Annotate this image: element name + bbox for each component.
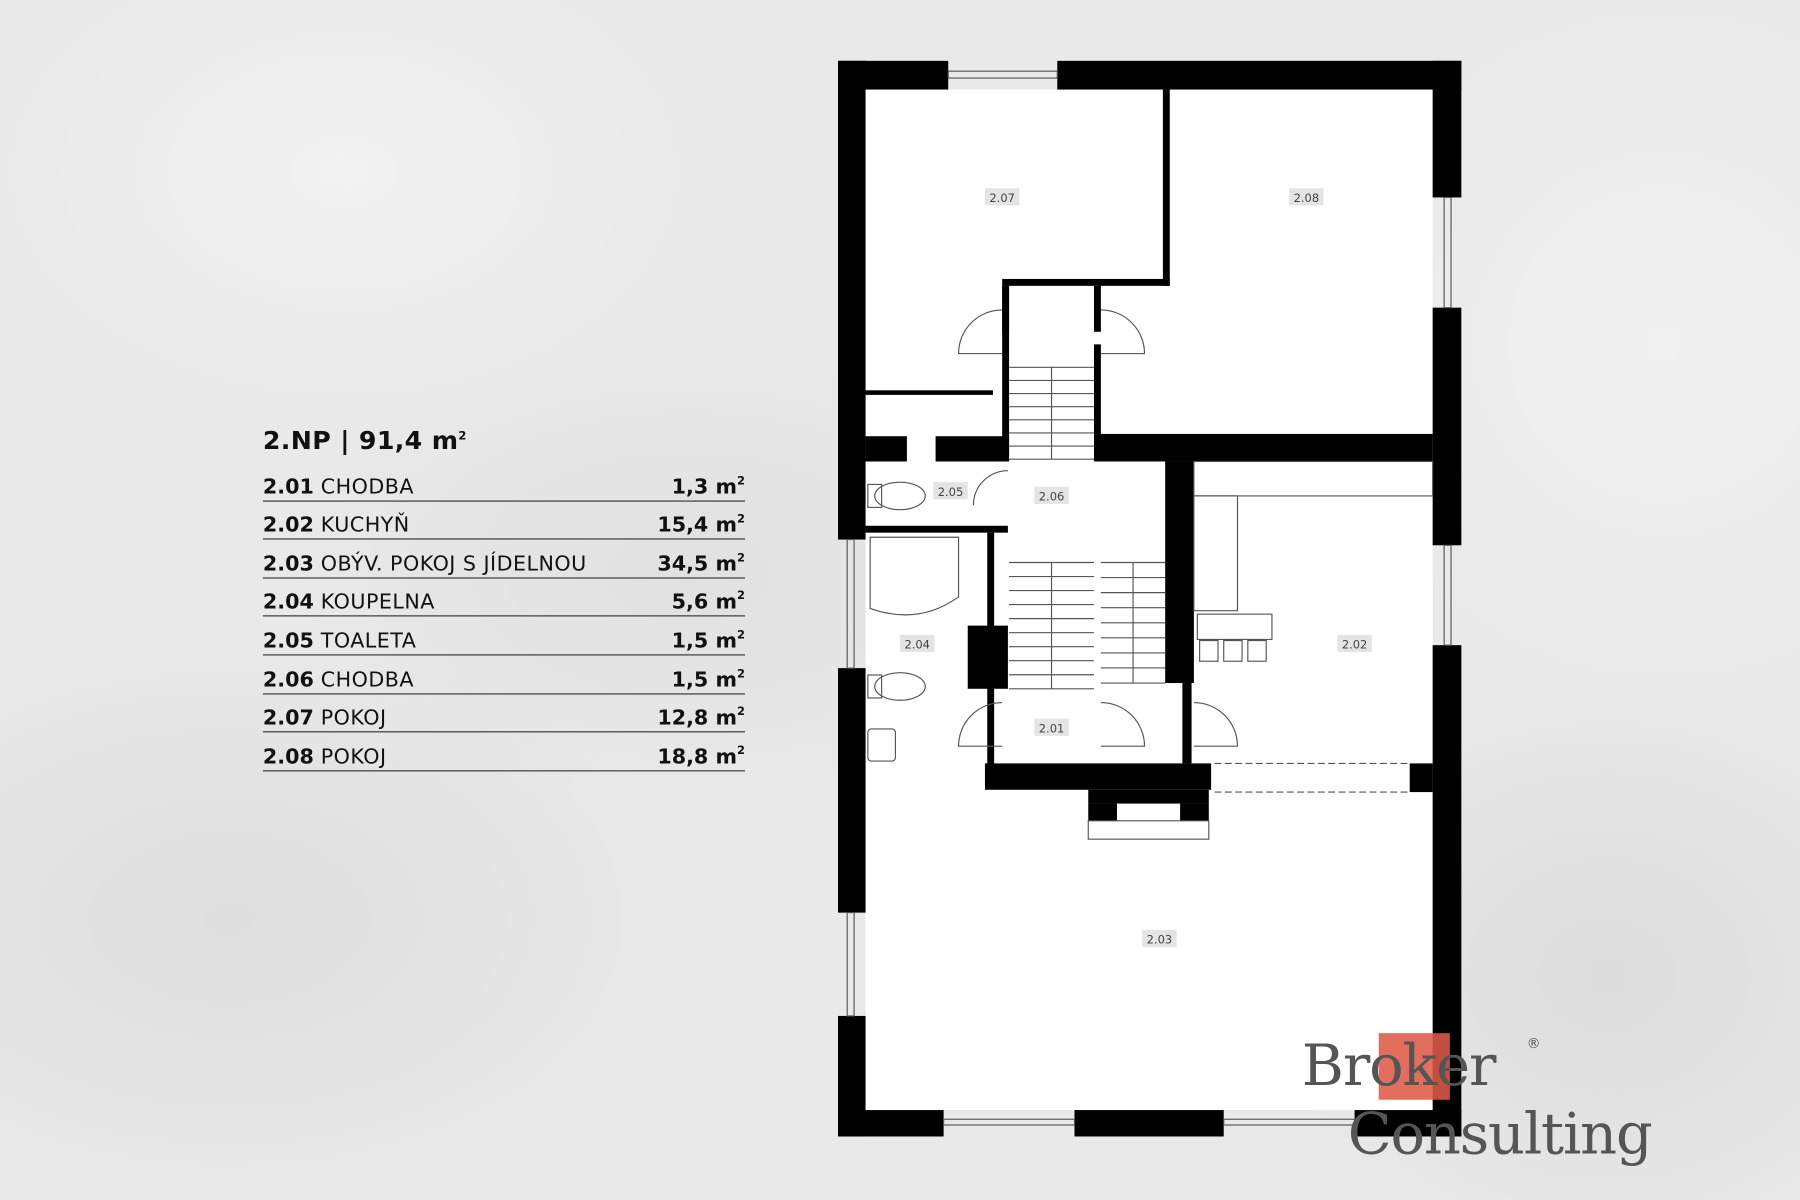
room-label-background	[984, 188, 1020, 206]
room-area: 1,5 m2	[671, 667, 746, 692]
room-code: 2.05	[262, 629, 314, 654]
fixtures	[846, 70, 1452, 1126]
room-label-background	[1289, 188, 1324, 206]
room-area: 1,3 m2	[671, 474, 746, 499]
room-label: 2.08	[1294, 191, 1320, 205]
room-label-background	[1034, 718, 1069, 736]
room-name: OBÝV. POKOJ S JÍDELNOU	[320, 551, 587, 577]
room-name: POKOJ	[320, 744, 387, 769]
logo-accent-square	[1378, 1033, 1450, 1100]
room-label-background	[900, 634, 935, 653]
room-code: 2.03	[262, 551, 314, 577]
room-code: 2.07	[262, 706, 314, 731]
room-name: POKOJ	[320, 706, 387, 731]
room-name: CHODBA	[320, 474, 414, 499]
registered-mark: ®	[1526, 1035, 1541, 1052]
room-code: 2.02	[262, 513, 314, 538]
floor-title: 2.NP | 91,4 m2	[262, 427, 467, 456]
room-area: 34,5 m2	[657, 551, 746, 577]
room-area: 18,8 m2	[657, 744, 746, 769]
room-label-background	[1034, 486, 1069, 504]
room-label: 2.07	[989, 191, 1015, 205]
room-name: KUCHYŇ	[320, 513, 410, 538]
room-label-background	[1142, 929, 1177, 948]
room-label: 2.02	[1342, 638, 1368, 652]
logo-line1: Broker	[1301, 1032, 1497, 1099]
room-label: 2.01	[1039, 721, 1065, 735]
room-name: CHODBA	[320, 667, 414, 692]
stairs	[1009, 366, 1166, 690]
room-area: 12,8 m2	[657, 706, 746, 731]
room-label-background	[1337, 634, 1372, 653]
room-code: 2.01	[262, 474, 314, 499]
room-area: 5,6 m2	[671, 590, 746, 615]
room-area: 15,4 m2	[657, 513, 746, 538]
room-code: 2.04	[262, 590, 314, 615]
room-name: TOALETA	[320, 629, 417, 654]
room-label: 2.05	[938, 485, 964, 499]
room-code: 2.06	[262, 667, 314, 692]
room-label-background	[933, 482, 968, 500]
room-code: 2.08	[262, 744, 314, 769]
room-name: KOUPELNA	[320, 590, 435, 615]
logo-line2: Consulting	[1347, 1100, 1653, 1168]
room-area: 1,5 m2	[671, 629, 746, 654]
room-label: 2.03	[1147, 933, 1173, 947]
walls	[838, 60, 1462, 1137]
room-label: 2.04	[904, 638, 930, 652]
room-label: 2.06	[1039, 490, 1065, 504]
broker-consulting-logo: Broker ® Consulting	[1297, 1033, 1710, 1176]
